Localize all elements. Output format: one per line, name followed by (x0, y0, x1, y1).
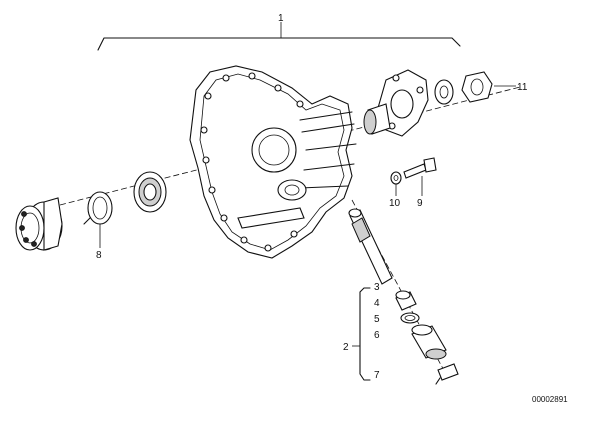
drive-axis-line (351, 199, 449, 379)
label-3: 3 (374, 282, 380, 293)
drive-sleeve (411, 324, 447, 360)
bracket-1 (97, 22, 461, 51)
o-ring (400, 312, 420, 324)
label-1: 1 (278, 13, 284, 24)
washer (390, 171, 402, 185)
label-11: 11 (517, 82, 528, 93)
label-7: 7 (374, 370, 380, 381)
transmission-housing (189, 65, 357, 259)
label-2: 2 (343, 342, 349, 353)
shaft-seal-ring (133, 171, 167, 213)
bushing (395, 290, 417, 311)
retaining-clip (435, 363, 459, 385)
nut-cap (461, 71, 493, 103)
small-bearing-right (434, 79, 454, 105)
label-5: 5 (374, 314, 380, 325)
speedometer-shaft (348, 208, 393, 285)
label-6: 6 (374, 330, 380, 341)
label-9: 9 (417, 198, 423, 209)
circlip (83, 191, 113, 225)
bracket-2 (352, 287, 371, 381)
flange-cover (363, 69, 429, 137)
label-10: 10 (389, 198, 401, 209)
label-4: 4 (374, 298, 380, 309)
ball-bearing (15, 197, 63, 251)
screw (403, 157, 437, 179)
drawing-code: 00002891 (532, 395, 568, 404)
label-8: 8 (96, 250, 102, 261)
